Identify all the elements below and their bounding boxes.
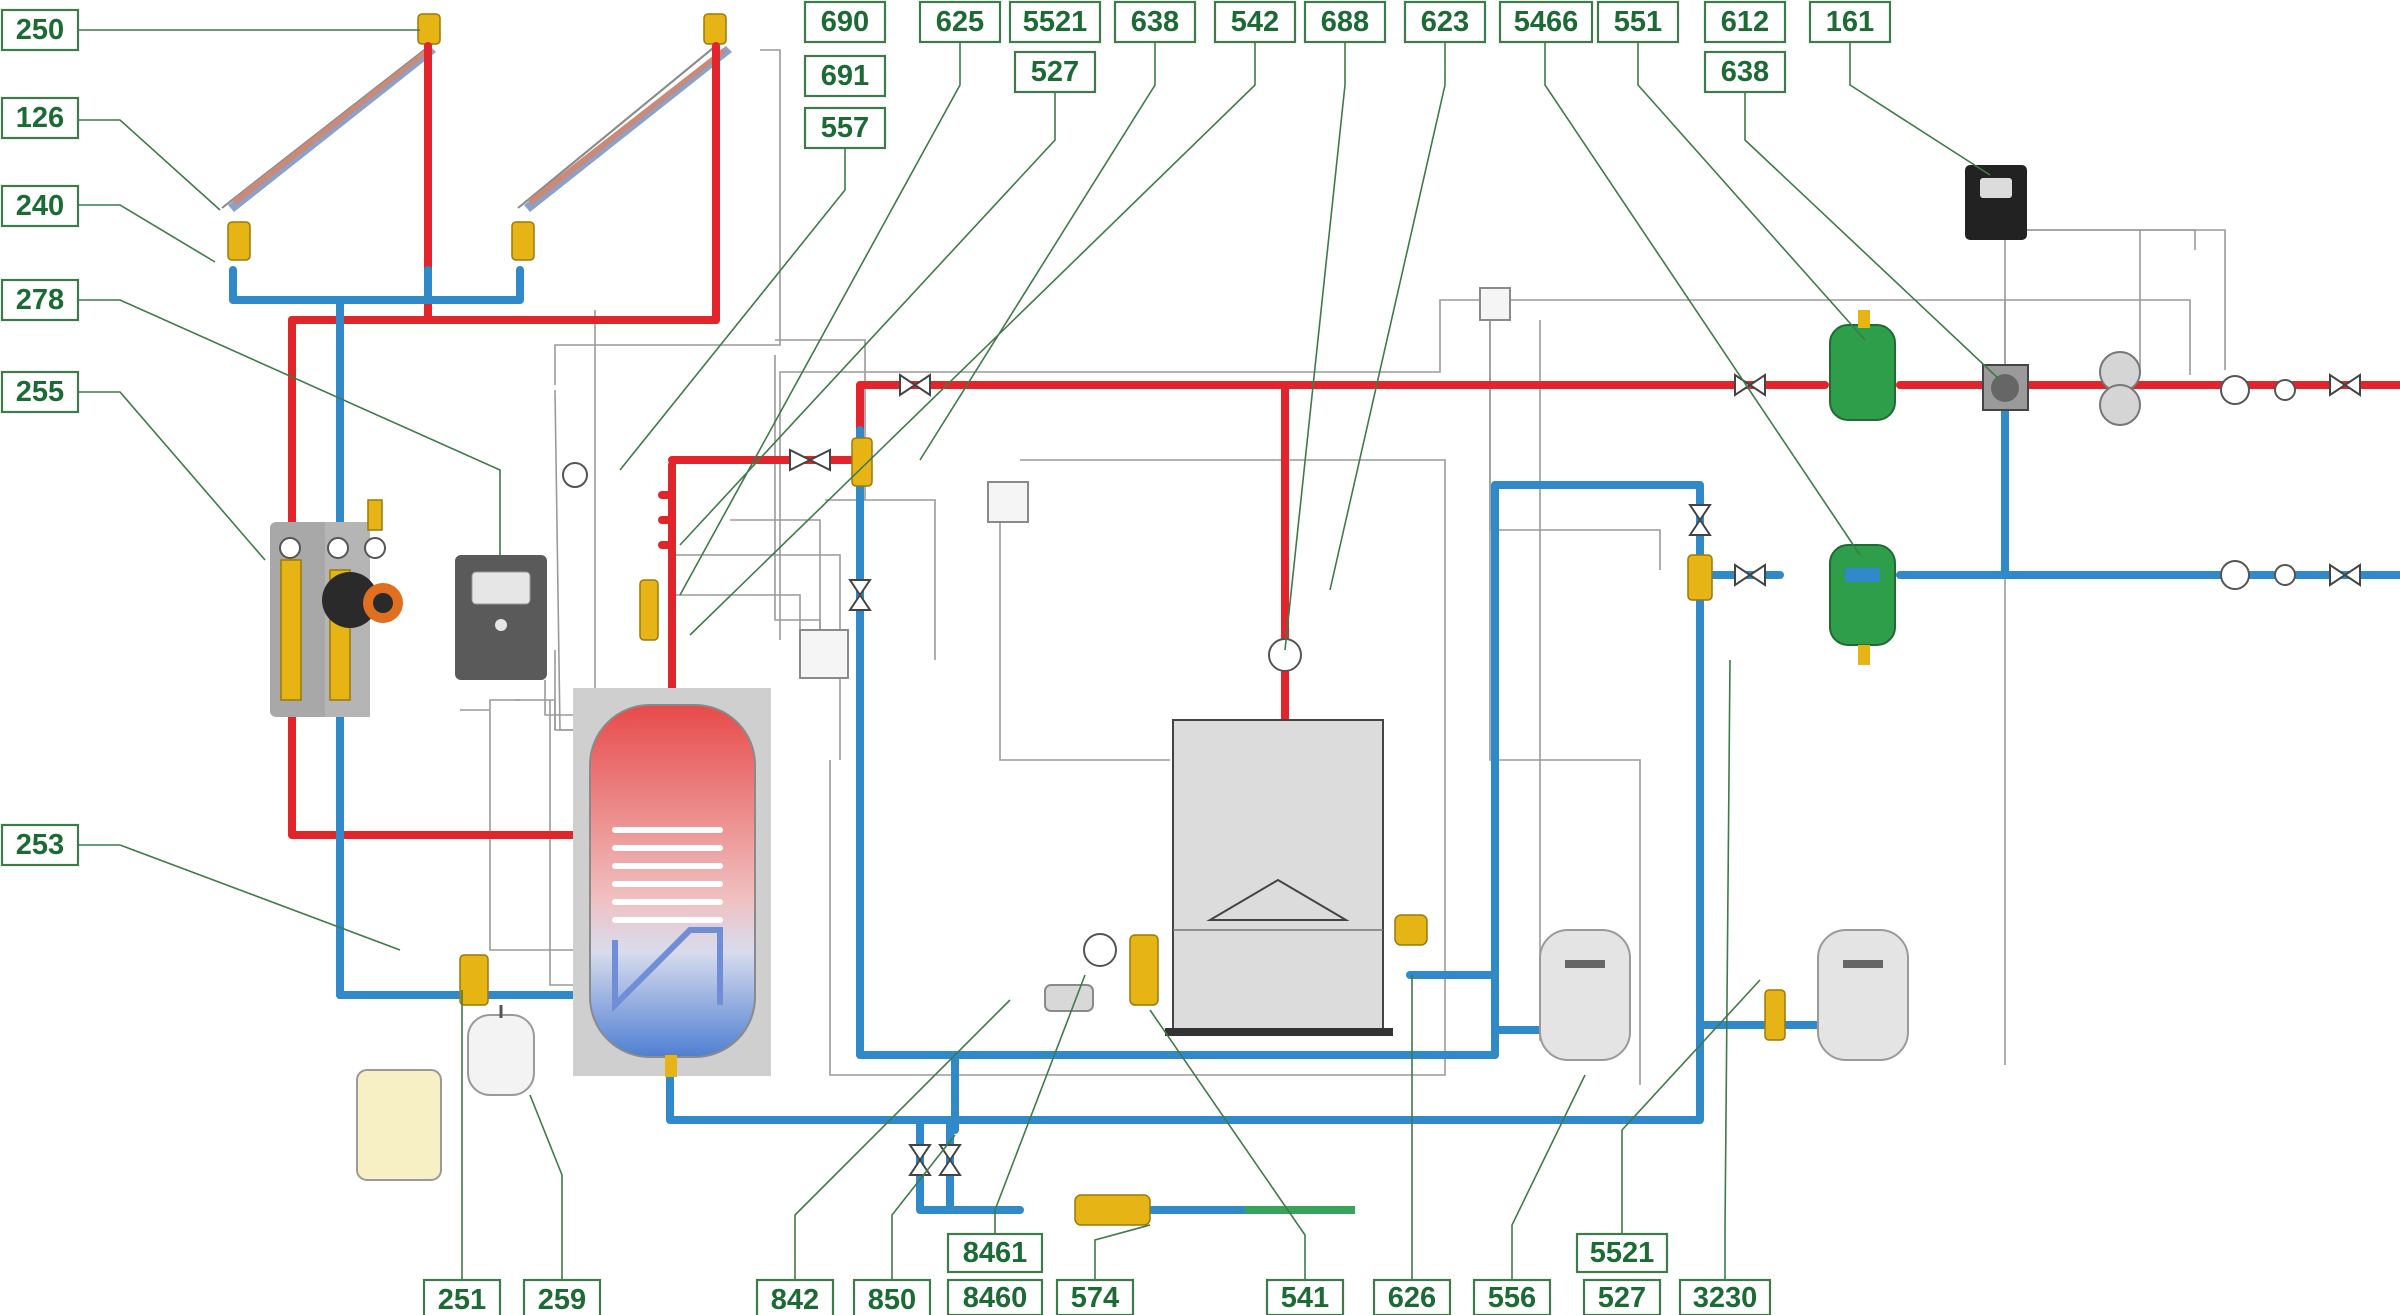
svg-text:255: 255 [16, 376, 64, 408]
label-259: 259 [522, 1278, 602, 1315]
svg-text:638: 638 [1721, 56, 1769, 88]
label-541: 541 [1265, 1278, 1345, 1315]
heating-controller [1965, 165, 2027, 240]
label-3230: 3230 [1678, 1278, 1772, 1315]
expansion-vessel-dhw [1817, 929, 1909, 1061]
svg-text:278: 278 [16, 284, 64, 316]
svg-text:253: 253 [16, 829, 64, 861]
svg-text:557: 557 [821, 112, 869, 144]
solar-collector-left [221, 13, 441, 212]
svg-text:259: 259 [538, 1284, 586, 1315]
expansion-vessel-heating [1539, 929, 1631, 1061]
label-557: 557 [803, 106, 887, 150]
svg-text:5521: 5521 [1590, 1237, 1655, 1269]
svg-text:574: 574 [1071, 1282, 1119, 1314]
svg-text:626: 626 [1388, 1282, 1436, 1314]
label-542: 542 [1213, 0, 1297, 44]
solar-pump-station [270, 499, 403, 717]
mixing-valve [1982, 364, 2029, 411]
label-625: 625 [918, 0, 1002, 44]
label-161: 161 [1808, 0, 1892, 44]
boiler [1165, 719, 1393, 1036]
svg-text:612: 612 [1721, 6, 1769, 38]
air-separator [1829, 310, 1896, 421]
gauges [562, 375, 2296, 967]
label-638-b: 638 [1703, 50, 1787, 94]
svg-text:850: 850 [868, 1284, 916, 1315]
svg-text:8460: 8460 [963, 1282, 1028, 1314]
junction-box [799, 481, 1029, 679]
label-612: 612 [1703, 0, 1787, 44]
circulator-pump-heating [2099, 351, 2141, 426]
label-8461: 8461 [946, 1232, 1044, 1274]
label-527-top: 527 [1013, 50, 1097, 94]
svg-text:556: 556 [1488, 1282, 1536, 1314]
solar-controller [455, 555, 547, 680]
svg-text:250: 250 [16, 14, 64, 46]
label-842: 842 [755, 1278, 835, 1315]
label-690: 690 [803, 0, 887, 44]
solar-collector-right [517, 13, 732, 212]
label-688: 688 [1303, 0, 1387, 44]
svg-text:688: 688 [1321, 6, 1369, 38]
label-556: 556 [1472, 1278, 1552, 1315]
label-527-bottom: 527 [1582, 1278, 1662, 1315]
isolation-valves [789, 373, 2361, 1176]
svg-text:542: 542 [1231, 6, 1279, 38]
label-5466: 5466 [1498, 0, 1594, 44]
svg-text:3230: 3230 [1693, 1282, 1758, 1314]
svg-text:623: 623 [1421, 6, 1469, 38]
svg-text:527: 527 [1598, 1282, 1646, 1314]
label-8460: 8460 [946, 1278, 1044, 1315]
label-850: 850 [852, 1278, 932, 1315]
cold-water-piping [229, 266, 2400, 1214]
svg-text:541: 541 [1281, 1282, 1329, 1314]
svg-text:638: 638 [1131, 6, 1179, 38]
svg-text:5466: 5466 [1514, 6, 1579, 38]
svg-text:691: 691 [821, 60, 869, 92]
svg-text:126: 126 [16, 102, 64, 134]
svg-text:625: 625 [936, 6, 984, 38]
svg-text:161: 161 [1826, 6, 1874, 38]
svg-text:527: 527 [1031, 56, 1079, 88]
label-240: 240 [0, 184, 80, 228]
label-5521-bottom: 5521 [1575, 1232, 1669, 1274]
label-574: 574 [1055, 1278, 1135, 1315]
svg-text:8461: 8461 [963, 1237, 1028, 1269]
brass-fittings [227, 221, 1786, 1226]
label-691: 691 [803, 54, 887, 98]
glycol-tank [356, 1069, 442, 1181]
svg-text:240: 240 [16, 190, 64, 222]
label-251: 251 [422, 1278, 502, 1315]
label-253: 253 [0, 823, 80, 867]
label-626: 626 [1372, 1278, 1452, 1315]
svg-text:690: 690 [821, 6, 869, 38]
label-638-a: 638 [1113, 0, 1197, 44]
svg-text:251: 251 [438, 1284, 486, 1315]
svg-text:842: 842 [771, 1284, 819, 1315]
label-250: 250 [0, 8, 80, 52]
expansion-vessel-solar [467, 1005, 535, 1096]
svg-text:551: 551 [1614, 6, 1662, 38]
label-278: 278 [0, 278, 80, 322]
dirt-separator [1829, 544, 1896, 665]
label-255: 255 [0, 370, 80, 414]
storage-tank [573, 688, 771, 1077]
zone-valve-actuator [1479, 287, 1511, 321]
leader-lines [78, 29, 2001, 1280]
label-551: 551 [1596, 0, 1680, 44]
label-126: 126 [0, 96, 80, 140]
label-623: 623 [1403, 0, 1487, 44]
label-5521-top: 5521 [1008, 0, 1102, 44]
svg-text:5521: 5521 [1023, 6, 1088, 38]
